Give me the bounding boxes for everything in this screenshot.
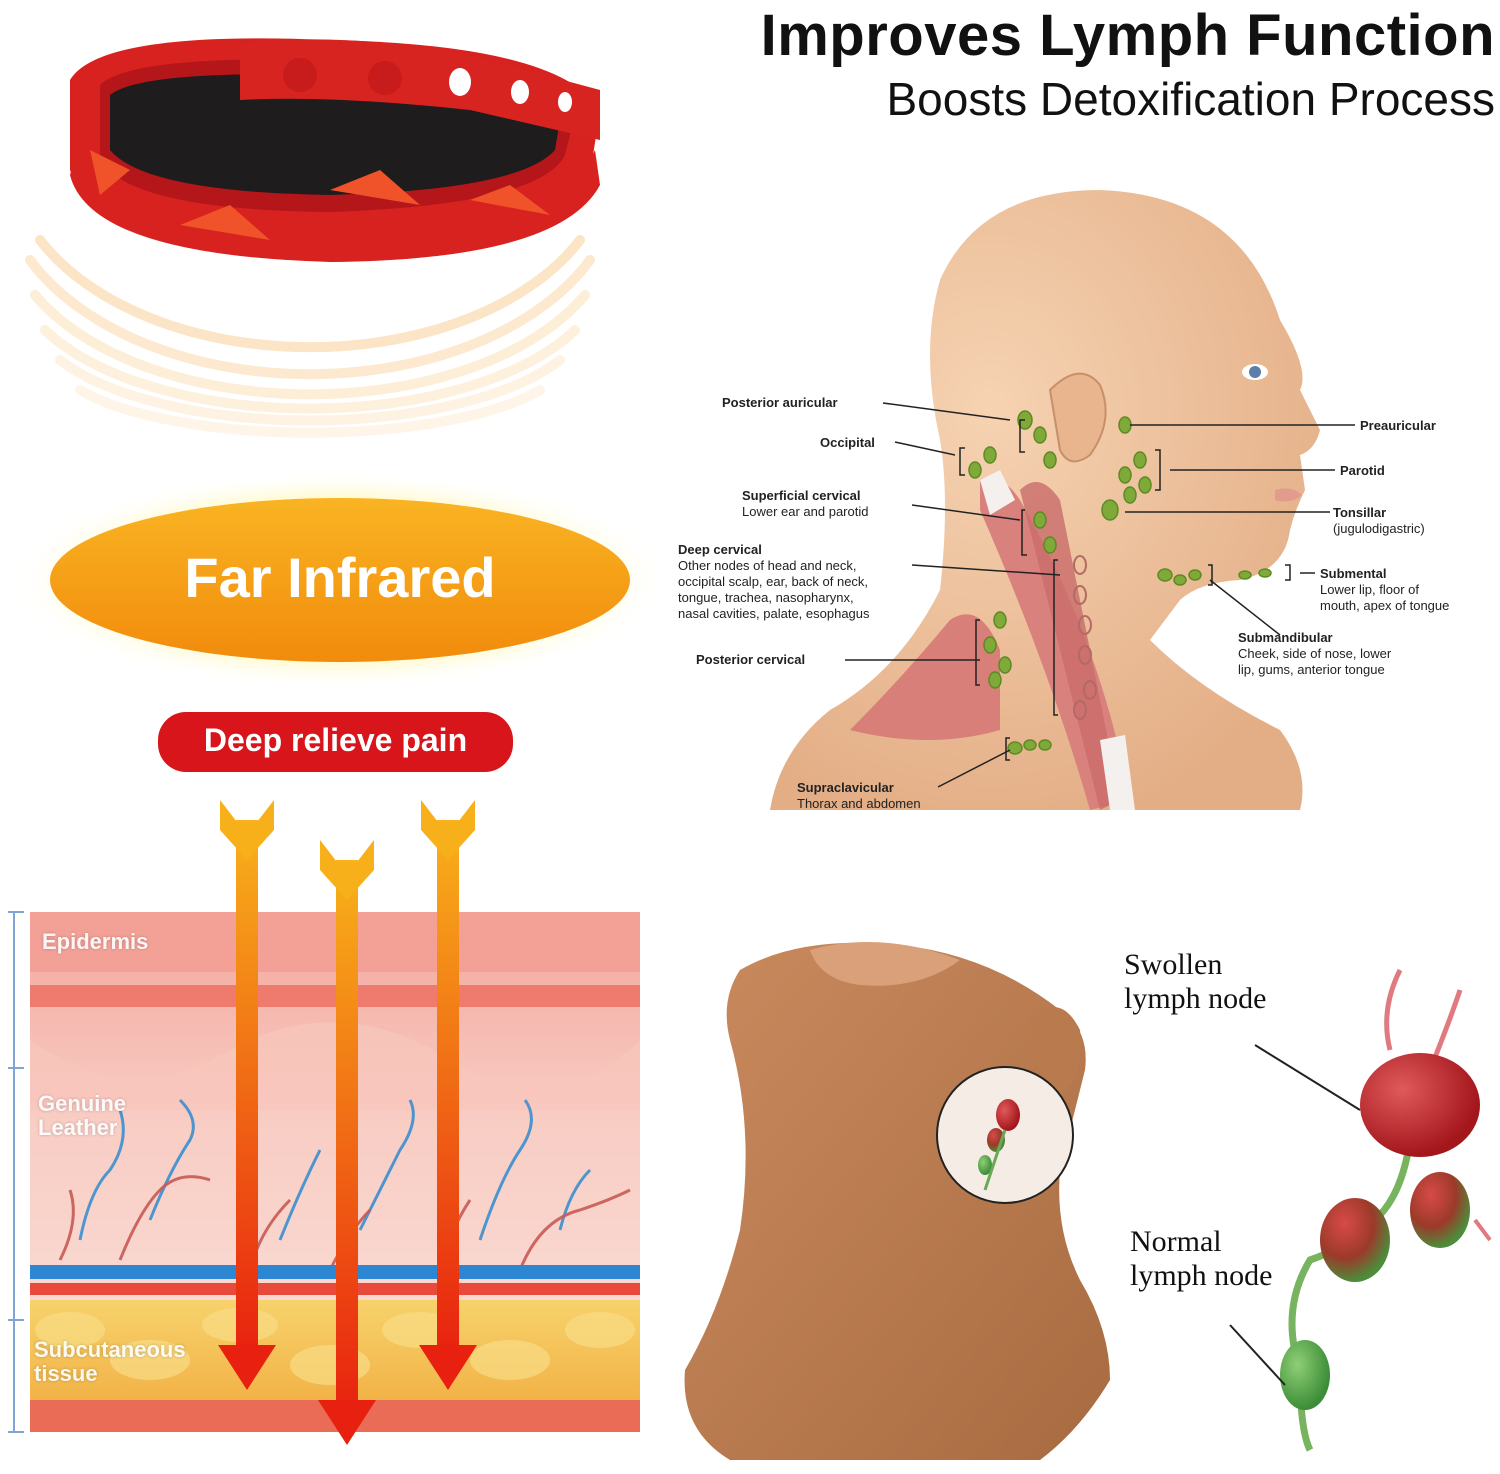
label-posterior-cervical: Posterior cervical xyxy=(696,652,806,667)
neck-illustration-icon xyxy=(684,942,1492,1460)
label-deep-cervical: Deep cervical Other nodes of head and ne… xyxy=(678,542,870,621)
bracelet-icon xyxy=(70,38,600,262)
label-preauricular: Preauricular xyxy=(1360,418,1436,433)
label-submandibular: Submandibular Cheek, side of nose, lower… xyxy=(1238,630,1392,677)
swollen-label-line2: lymph node xyxy=(1124,982,1267,1015)
far-infrared-label: Far Infrared xyxy=(184,546,496,609)
subcutaneous-label: Subcutaneous tissue xyxy=(34,1338,186,1386)
subcutaneous-label-line2: tissue xyxy=(34,1361,98,1386)
normal-label-line2: lymph node xyxy=(1130,1259,1273,1292)
label-posterior-auricular: Posterior auricular xyxy=(722,395,838,410)
normal-label-line1: Normal xyxy=(1130,1225,1222,1258)
label-superficial-cervical: Superficial cervical Lower ear and parot… xyxy=(742,488,869,519)
downward-arrow-icon xyxy=(218,800,276,1390)
head-diagram-icon xyxy=(770,190,1355,810)
deep-relieve-pill xyxy=(158,712,513,772)
page-subtitle: Boosts Detoxification Process xyxy=(886,73,1496,125)
downward-arrow-icon xyxy=(318,840,376,1445)
label-occipital: Occipital xyxy=(820,435,875,450)
dermis-label-line1: Genuine xyxy=(38,1091,127,1116)
skin-layers-icon xyxy=(8,911,640,1433)
label-tonsillar: Tonsillar (jugulodigastric) xyxy=(1333,505,1425,536)
left-panel-art xyxy=(8,38,670,1445)
normal-lymph-node-label: Normal lymph node xyxy=(1130,1225,1273,1293)
swollen-label-line1: Swollen xyxy=(1124,948,1223,981)
epidermis-label: Epidermis xyxy=(42,929,149,954)
infrared-wave-icon xyxy=(25,235,595,438)
downward-arrow-icon xyxy=(419,800,477,1390)
dermis-label-line2: Leather xyxy=(38,1115,118,1140)
label-supraclavicular: Supraclavicular Thorax and abdomen xyxy=(797,780,921,811)
label-submental: Submental Lower lip, floor of mouth, ape… xyxy=(1320,566,1450,613)
swollen-lymph-node-label: Swollen lymph node xyxy=(1124,948,1267,1016)
subcutaneous-label-line1: Subcutaneous xyxy=(34,1337,186,1362)
deep-relieve-label: Deep relieve pain xyxy=(203,722,468,758)
far-infrared-badge xyxy=(50,498,630,662)
dermis-label: Genuine Leather xyxy=(38,1092,126,1140)
page-title: Improves Lymph Function xyxy=(760,3,1495,68)
label-parotid: Parotid xyxy=(1340,463,1385,478)
